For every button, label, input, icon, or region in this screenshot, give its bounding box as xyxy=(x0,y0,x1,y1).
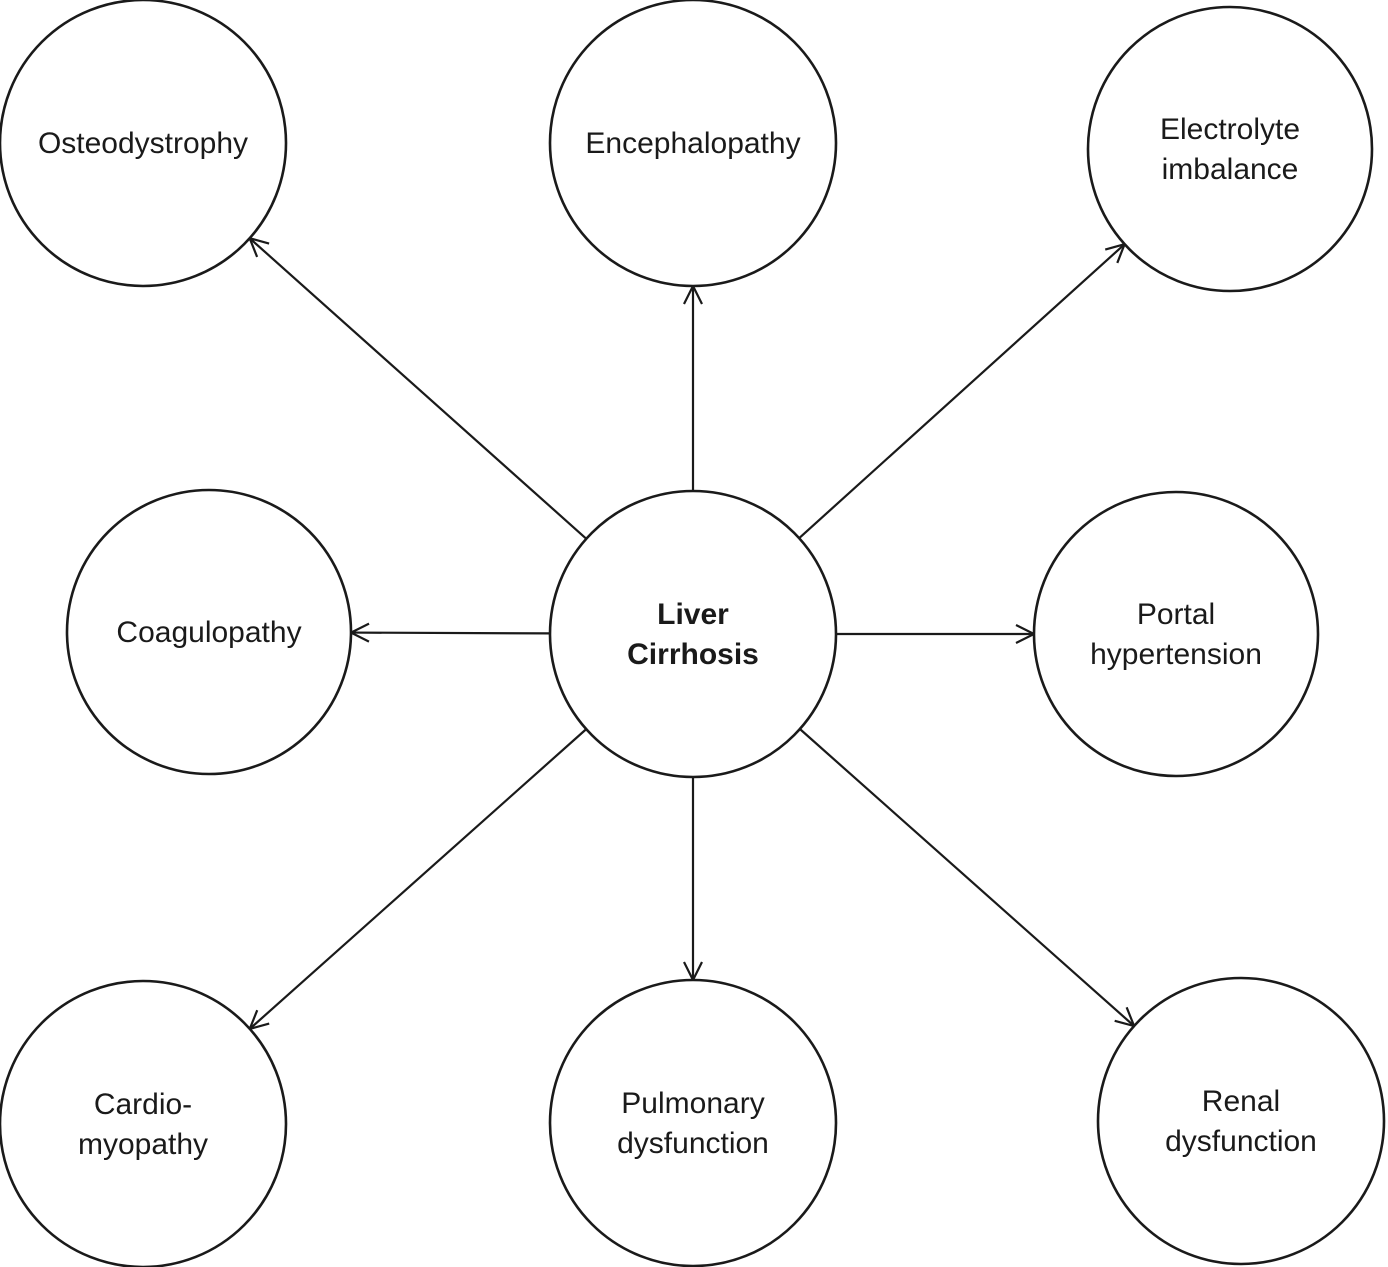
node-label: Osteodystrophy xyxy=(38,127,248,160)
arrow-liver-cirrhosis-to-portal-hypertension xyxy=(836,624,1037,644)
node-circle xyxy=(548,489,838,779)
node-label: Portal xyxy=(1137,598,1215,631)
node-portal-hypertension: Portal hypertension xyxy=(1032,490,1320,778)
node-label: Encephalopathy xyxy=(585,127,800,160)
arrow-liver-cirrhosis-to-coagulopathy xyxy=(348,622,551,643)
node-label: Cardio- xyxy=(94,1088,192,1121)
node-label: imbalance xyxy=(1162,153,1299,186)
arrow-liver-cirrhosis-to-renal-dysfunction xyxy=(799,728,1136,1028)
node-label: dysfunction xyxy=(617,1127,769,1160)
arrow-liver-cirrhosis-to-osteodystrophy xyxy=(247,236,588,540)
node-cardiomyopathy: Cardio-myopathy xyxy=(0,979,288,1267)
node-circle xyxy=(1086,5,1374,293)
node-pulmonary-dysfunction: Pulmonary dysfunction xyxy=(548,978,838,1267)
arrow-liver-cirrhosis-to-encephalopathy xyxy=(683,283,703,491)
arrow-shaft xyxy=(799,728,1135,1027)
node-osteodystrophy: Osteodystrophy xyxy=(0,0,288,288)
node-coagulopathy: Coagulopathy xyxy=(65,488,353,776)
node-circle xyxy=(0,979,288,1267)
arrow-shaft xyxy=(350,631,551,635)
arrow-shaft xyxy=(248,237,588,540)
arrow-shaft xyxy=(798,243,1126,539)
arrow-liver-cirrhosis-to-electrolyte-imbalance xyxy=(798,242,1127,539)
node-circle xyxy=(0,0,288,288)
node-circle xyxy=(548,0,838,288)
node-renal-dysfunction: Renal dysfunction xyxy=(1096,976,1386,1266)
node-label: myopathy xyxy=(78,1128,208,1161)
node-label: Pulmonary xyxy=(621,1087,764,1120)
node-label: dysfunction xyxy=(1165,1125,1317,1158)
node-label: Electrolyte xyxy=(1160,113,1300,146)
node-circle xyxy=(1096,976,1386,1266)
edges xyxy=(247,236,1136,1031)
arrow-liver-cirrhosis-to-pulmonary-dysfunction xyxy=(683,777,703,983)
node-label: Coagulopathy xyxy=(116,616,301,649)
node-circle xyxy=(1032,490,1320,778)
node-circle xyxy=(548,978,838,1267)
node-label: Renal xyxy=(1202,1085,1280,1118)
node-electrolyte-imbalance: Electrolyte imbalance xyxy=(1086,5,1374,293)
node-label: hypertension xyxy=(1090,638,1262,671)
node-label: Liver xyxy=(657,598,729,631)
node-circle xyxy=(65,488,353,776)
arrow-shaft xyxy=(249,728,587,1030)
node-encephalopathy: Encephalopathy xyxy=(548,0,838,288)
arrow-liver-cirrhosis-to-cardiomyopathy xyxy=(247,728,587,1031)
node-label: Cirrhosis xyxy=(627,638,759,671)
